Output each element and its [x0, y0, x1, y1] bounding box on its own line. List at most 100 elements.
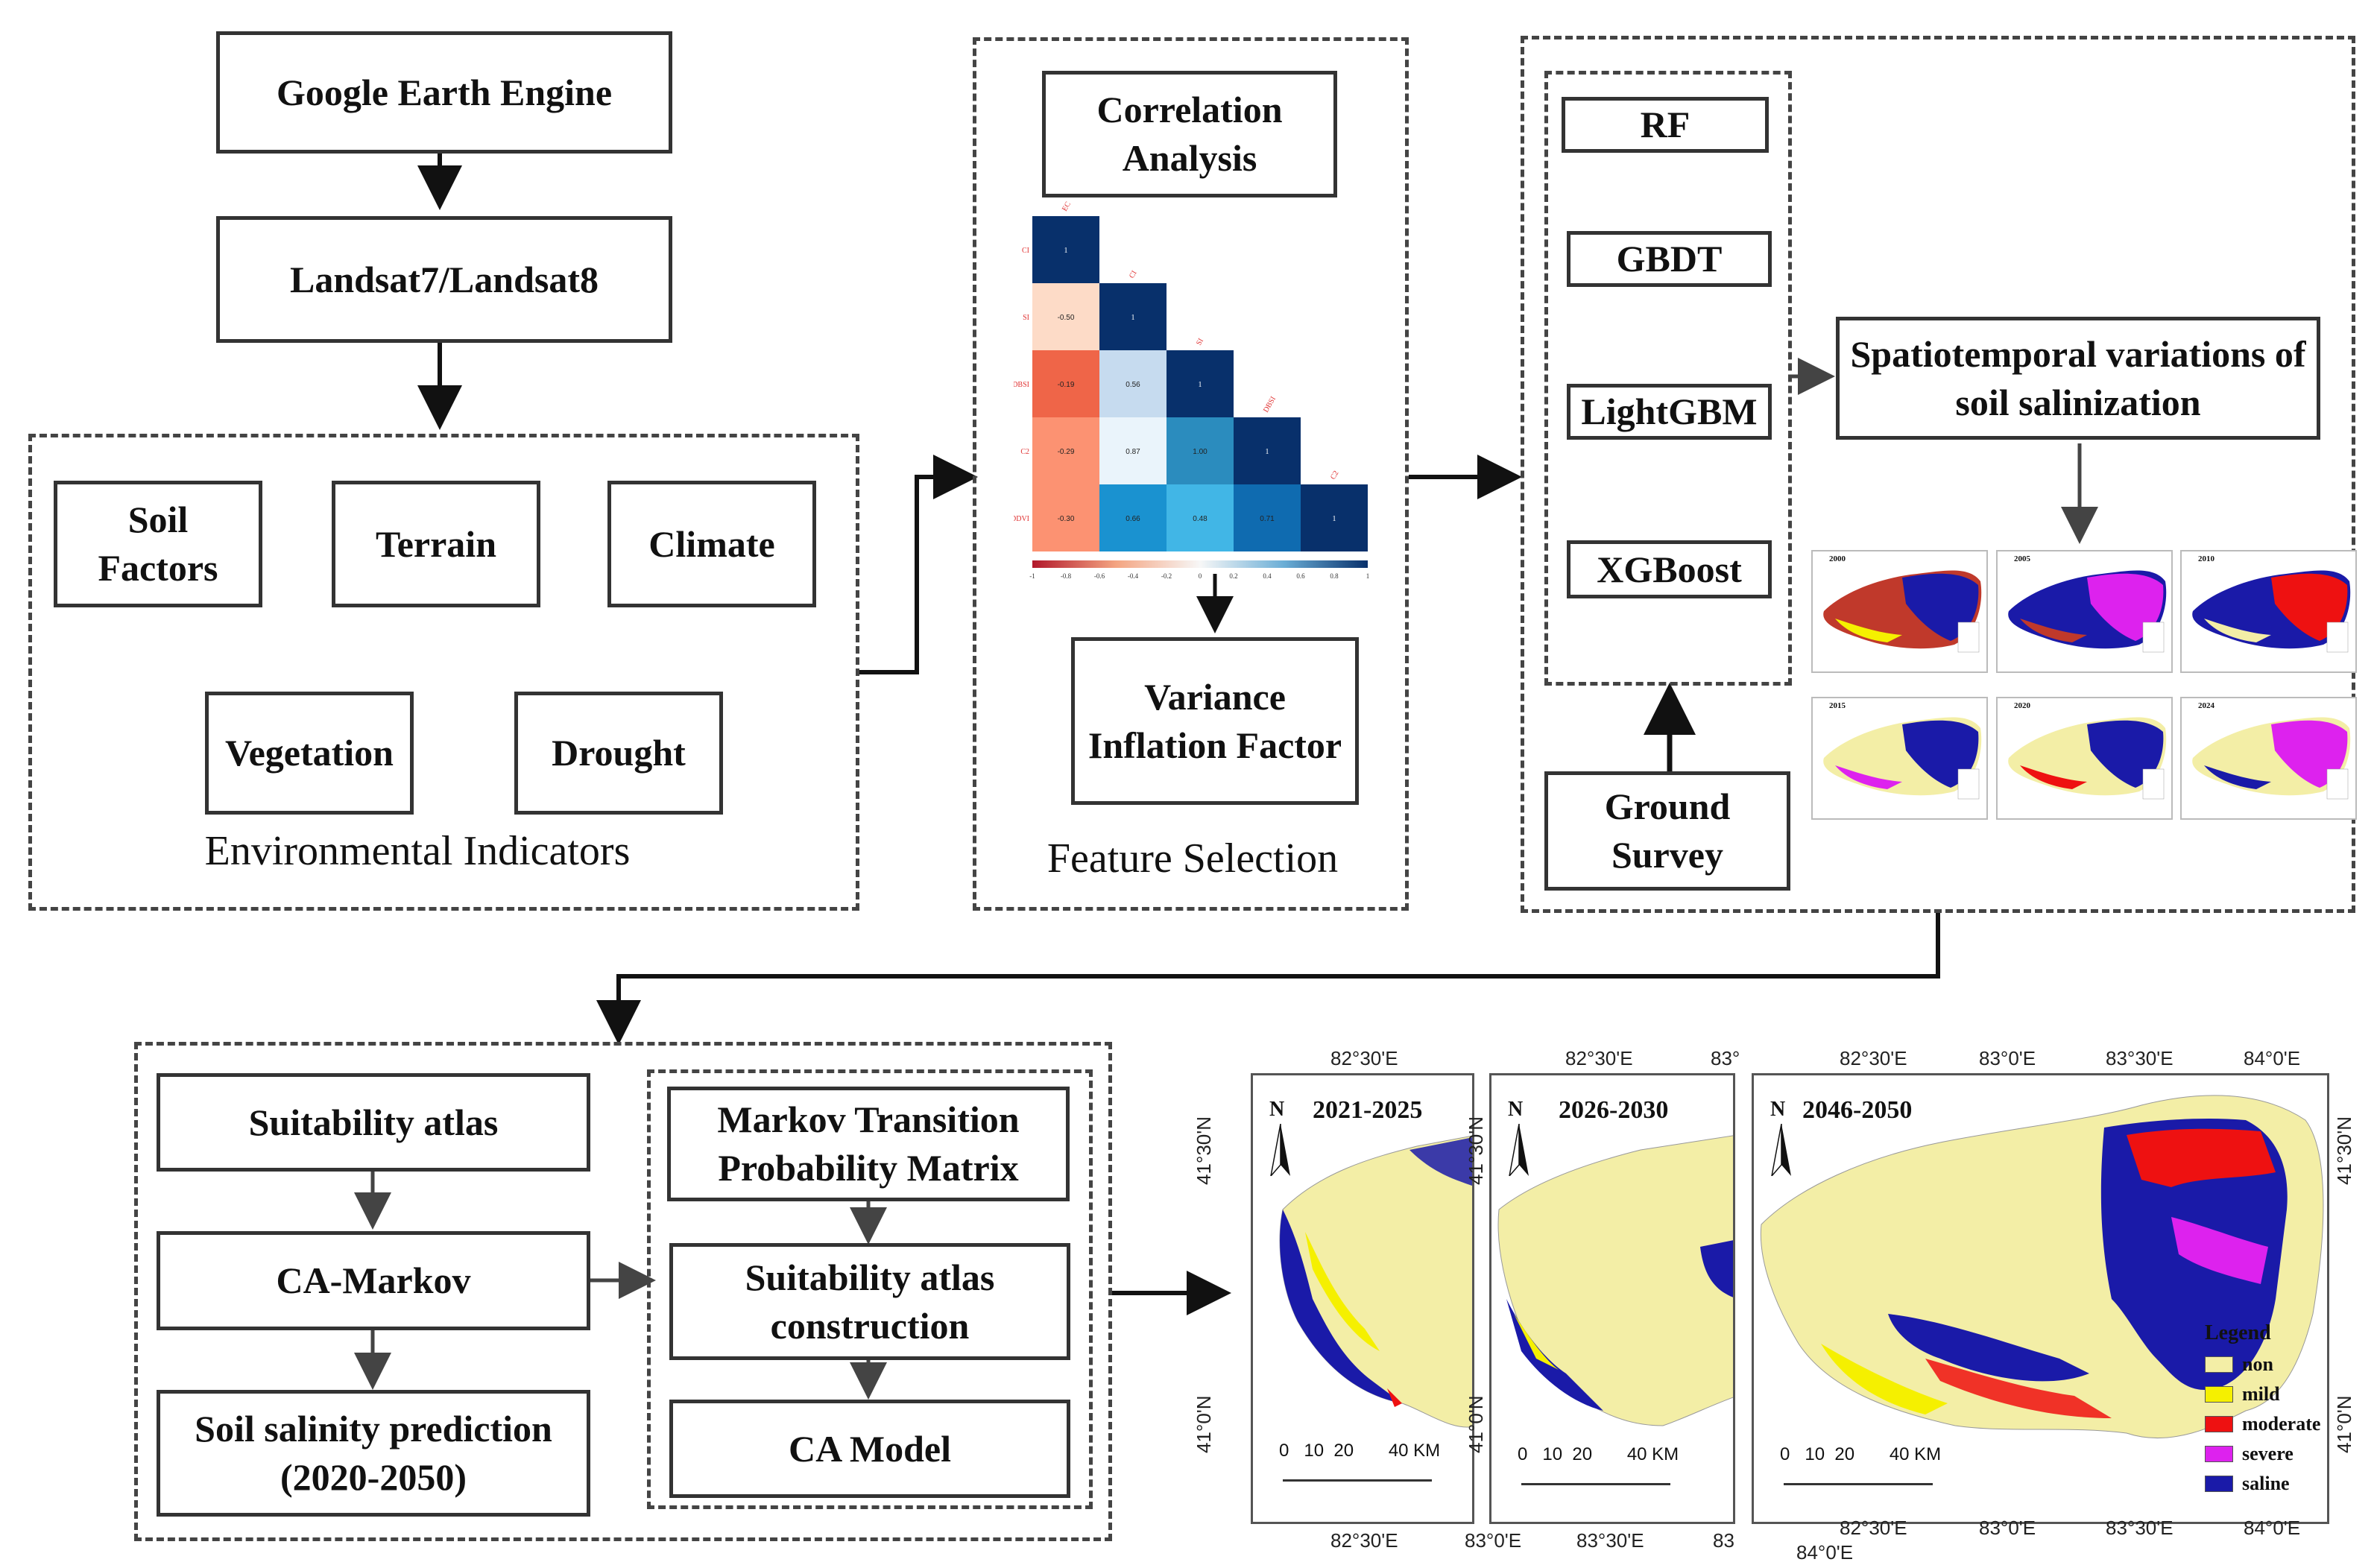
model-xgboost-label: XGBoost: [1597, 548, 1742, 590]
heatmap-value: -0.50: [1058, 314, 1075, 322]
heatmap-cell: [1234, 417, 1301, 484]
map-panel-2021: 2021-2025 N 0 10 20 40 KM: [1251, 1073, 1474, 1524]
colorbar-tick: 1: [1366, 572, 1370, 580]
legend-label: non: [2242, 1353, 2273, 1375]
ca-model-label: CA Model: [788, 1427, 952, 1470]
soil-prediction-label: Soil salinity prediction (2020-2050): [195, 1408, 552, 1498]
env-drought-box: Drought: [514, 692, 723, 815]
env-soil-box: Soil Factors: [54, 481, 262, 607]
map-2026-drawing: [1497, 1135, 1733, 1426]
heatmap-col-label: DBSI: [1262, 395, 1278, 414]
gee-box: Google Earth Engine: [216, 31, 672, 154]
map-2026-north-label: N: [1508, 1098, 1524, 1121]
heatmap-cell: [1099, 350, 1167, 417]
historical-map-year: 2015: [1829, 701, 1846, 710]
heatmap-cell: [1301, 484, 1368, 551]
heatmap-cell: [1099, 283, 1167, 350]
heatmap-col-label: C2: [1329, 470, 1340, 481]
landsat-box: Landsat7/Landsat8: [216, 216, 672, 343]
arrow-env-feature: [859, 455, 978, 674]
spatio-label: Spatiotemporal variations of soil salini…: [1850, 332, 2306, 423]
historical-map-thumbnail: 2020: [1996, 697, 2173, 820]
heatmap-cell: [1032, 350, 1099, 417]
heatmap-value: 0.71: [1260, 515, 1275, 523]
correlation-box: Correlation Analysis: [1042, 71, 1337, 197]
colorbar-tick: -1: [1029, 572, 1035, 580]
legend-item: non: [2205, 1350, 2320, 1379]
heatmap-row-label: CI: [1022, 247, 1029, 255]
legend-item: moderate: [2205, 1409, 2320, 1439]
historical-map-year: 2005: [2014, 554, 2030, 563]
historical-map-thumbnail: 2000: [1811, 550, 1988, 673]
north-arrow-icon: [1270, 1124, 1290, 1176]
legend-swatch: [2205, 1476, 2233, 1492]
legend-swatch: [2205, 1386, 2233, 1403]
markov-label: Markov Transition Probability Matrix: [717, 1098, 1020, 1189]
map-2021-period: 2021-2025: [1313, 1096, 1423, 1124]
model-gbdt-box: GBDT: [1567, 231, 1772, 287]
colorbar-tick: 0: [1199, 572, 1202, 580]
correlation-label: Correlation Analysis: [1096, 89, 1283, 179]
map-2026-left-tick-2: 41°0'N: [1465, 1395, 1487, 1453]
map-2026-period: 2026-2030: [1559, 1096, 1669, 1124]
vif-label: Variance Inflation Factor: [1087, 675, 1342, 766]
heatmap-value: 0.87: [1126, 448, 1140, 456]
vif-box: Variance Inflation Factor: [1071, 637, 1359, 805]
suit-construct-box: Suitability atlas construction: [669, 1243, 1070, 1360]
heatmap-diagonal-value: 1: [1199, 381, 1202, 389]
legend-swatch: [2205, 1416, 2233, 1432]
heatmap-col-label: CI: [1128, 269, 1139, 279]
map-2026-top-tick-1: 82°30'E: [1565, 1047, 1633, 1069]
map-2026-bottom-tick-1: 83°0'E: [1465, 1529, 1522, 1552]
map-2046-right-tick-2: 41°0'N: [2333, 1395, 2355, 1453]
ca-inner-group: [647, 1069, 1093, 1509]
map-2046-bottom-tick-1: 82°30'E: [1840, 1517, 1907, 1539]
env-soil-label: Soil Factors: [98, 499, 218, 589]
legend-item: severe: [2205, 1439, 2320, 1469]
map-2046-scale-bar: [1784, 1474, 1933, 1485]
map-panel-2026: 2026-2030 N 0 10 20 40 KM: [1489, 1073, 1735, 1524]
colorbar-tick: -0.4: [1128, 572, 1139, 580]
model-lightgbm-box: LightGBM: [1567, 384, 1772, 440]
historical-map-year: 2010: [2198, 554, 2214, 563]
heatmap-cell: [1099, 484, 1167, 551]
env-drought-label: Drought: [552, 732, 686, 774]
map-2021-scale-bar: [1283, 1470, 1432, 1482]
map-2026-scale-text: 0 10 20 40 KM: [1518, 1444, 1679, 1464]
env-caption: Environmental Indicators: [204, 828, 631, 874]
heatmap-cell: [1167, 484, 1234, 551]
legend-label: saline: [2242, 1473, 2290, 1494]
heatmap-row-label: SI: [1023, 314, 1029, 322]
map-2046-top-tick-1: 82°30'E: [1840, 1047, 1907, 1069]
suitability-label: Suitability atlas: [248, 1101, 499, 1143]
legend-label: severe: [2242, 1443, 2294, 1464]
suit-construct-label: Suitability atlas construction: [745, 1256, 995, 1347]
map-2046-period: 2046-2050: [1802, 1096, 1913, 1124]
map-2021-drawing: [1279, 1135, 1472, 1428]
map-2046-bottom-tick-2: 83°0'E: [1979, 1517, 2036, 1539]
model-rf-label: RF: [1640, 104, 1690, 145]
env-group: [28, 434, 859, 911]
historical-map-thumbnail: 2024: [2180, 697, 2357, 820]
camarkov-label: CA-Markov: [276, 1259, 471, 1301]
map-2021-left-tick-2: 41°0'N: [1193, 1395, 1215, 1453]
ca-model-box: CA Model: [669, 1400, 1070, 1498]
historical-map-year: 2020: [2014, 701, 2030, 710]
model-xgboost-box: XGBoost: [1567, 540, 1772, 598]
map-2046-bottom-tick-extra: 83: [1713, 1529, 1734, 1552]
heatmap-colorbar: [1032, 560, 1368, 568]
prediction-group: [134, 1042, 1112, 1541]
env-climate-label: Climate: [648, 522, 775, 565]
map-2021-left-tick-1: 41°30'N: [1193, 1116, 1215, 1185]
north-arrow-icon: [1771, 1124, 1791, 1176]
map-2046-bottom-tick-3: 83°30'E: [2106, 1517, 2173, 1539]
historical-map-thumbnail: 2010: [2180, 550, 2357, 673]
legend-label: moderate: [2242, 1413, 2321, 1435]
heatmap-diagonal-value: 1: [1064, 247, 1068, 255]
map-2046-bottom-tick-4: 84°0'E: [2244, 1517, 2301, 1539]
north-arrow-icon: [1509, 1124, 1529, 1176]
env-terrain-label: Terrain: [375, 522, 497, 565]
legend-item: mild: [2205, 1379, 2320, 1409]
heatmap-cell: [1167, 350, 1234, 417]
